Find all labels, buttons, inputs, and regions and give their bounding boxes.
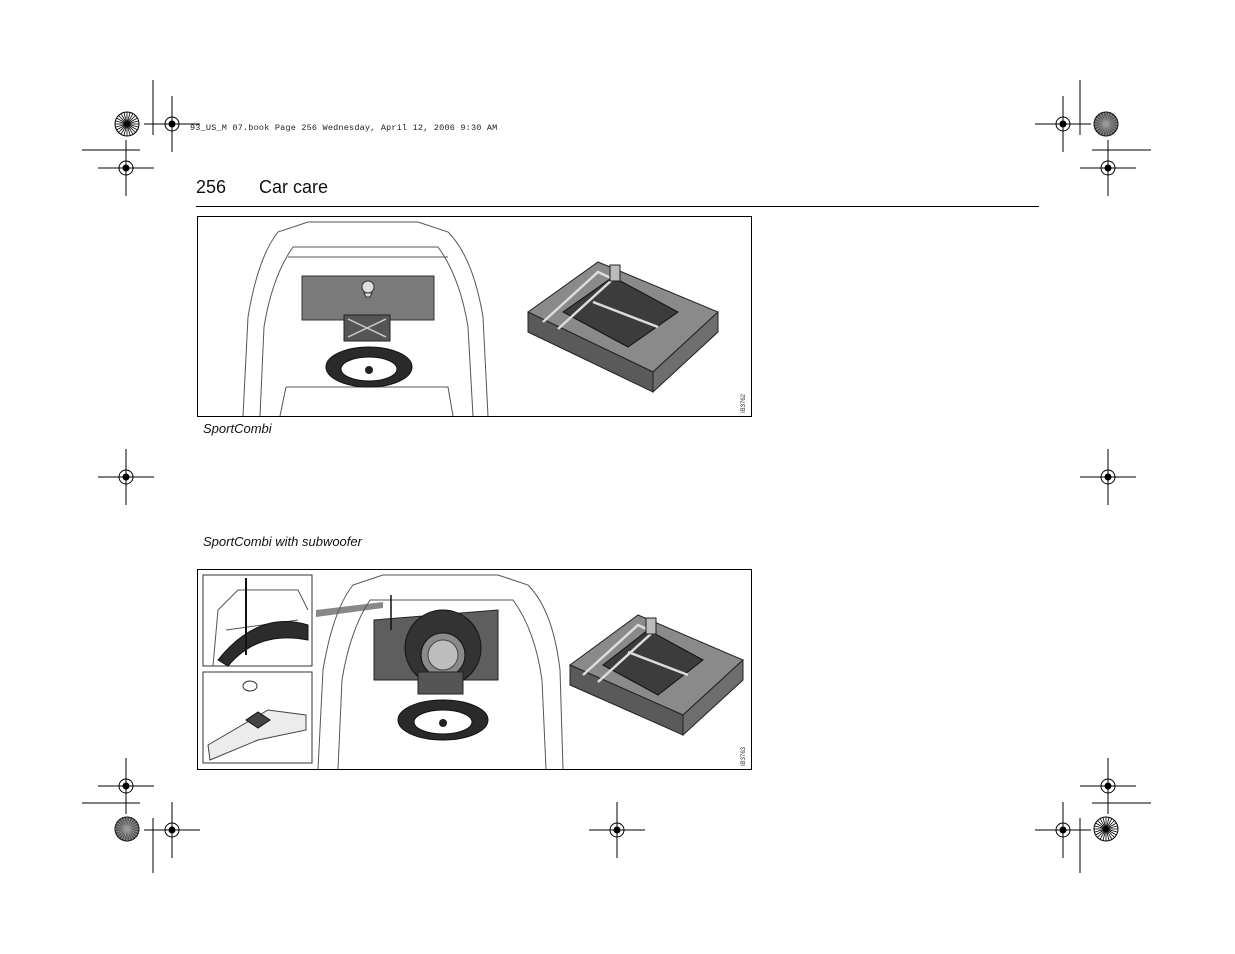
illustration-trunk-subwoofer bbox=[202, 574, 744, 769]
figure-code: IB3762 bbox=[741, 393, 747, 413]
figure-sportcombi: IB3762 bbox=[197, 216, 752, 417]
color-target-icon bbox=[1093, 111, 1119, 137]
illustration-trunk-spare-wheel bbox=[242, 221, 719, 416]
color-target-icon bbox=[1093, 816, 1119, 842]
page-number: 256 bbox=[196, 177, 227, 197]
registration-mark-icon bbox=[1035, 96, 1091, 152]
figure-sportcombi-subwoofer: IB3763 bbox=[197, 569, 752, 770]
color-target-icon bbox=[114, 111, 140, 137]
registration-mark-icon bbox=[98, 758, 154, 814]
registration-mark-icon bbox=[144, 802, 200, 858]
color-target-icon bbox=[114, 816, 140, 842]
print-slug: 93_US_M 07.book Page 256 Wednesday, Apri… bbox=[190, 123, 498, 133]
registration-mark-icon bbox=[1035, 802, 1091, 858]
registration-mark-icon bbox=[144, 96, 200, 152]
figure-caption: SportCombi with subwoofer bbox=[203, 534, 362, 549]
figure-code: IB3763 bbox=[741, 746, 747, 766]
registration-mark-icon bbox=[98, 449, 154, 505]
header-rule bbox=[196, 206, 1039, 207]
figure-caption: SportCombi bbox=[203, 421, 272, 436]
registration-mark-icon bbox=[1080, 140, 1136, 196]
registration-mark-icon bbox=[1080, 449, 1136, 505]
registration-mark-icon bbox=[589, 802, 645, 858]
registration-mark-icon bbox=[98, 140, 154, 196]
registration-mark-icon bbox=[1080, 758, 1136, 814]
section-title: Car care bbox=[259, 177, 329, 197]
